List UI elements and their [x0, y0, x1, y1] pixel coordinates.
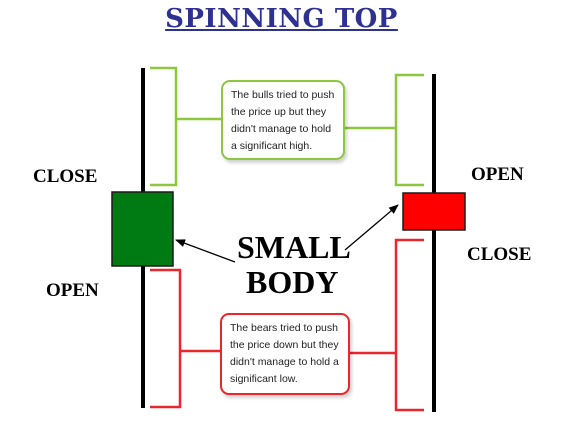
bulls-note: The bulls tried to push the price up but…	[221, 80, 345, 160]
right-close-label: CLOSE	[467, 244, 532, 265]
arrow-to-green-body	[175, 239, 236, 263]
left-open-label: OPEN	[46, 280, 99, 301]
right-upper-shadow-bracket	[394, 73, 424, 187]
right-lower-shadow-bracket	[394, 238, 424, 412]
body-label: BODY	[246, 264, 339, 300]
left-close-label: CLOSE	[33, 166, 98, 187]
small-label: SMALL	[237, 229, 351, 265]
left-lower-shadow-bracket	[150, 268, 182, 409]
red-candle-body	[402, 192, 466, 231]
left-upper-shadow-bracket	[150, 66, 178, 187]
bears-note: The bears tried to push the price down b…	[220, 313, 350, 395]
green-candle-body	[111, 191, 174, 267]
arrow-to-red-body	[344, 204, 399, 251]
right-open-label: OPEN	[471, 164, 524, 185]
diagram-title: SPINNING TOP	[165, 4, 398, 34]
